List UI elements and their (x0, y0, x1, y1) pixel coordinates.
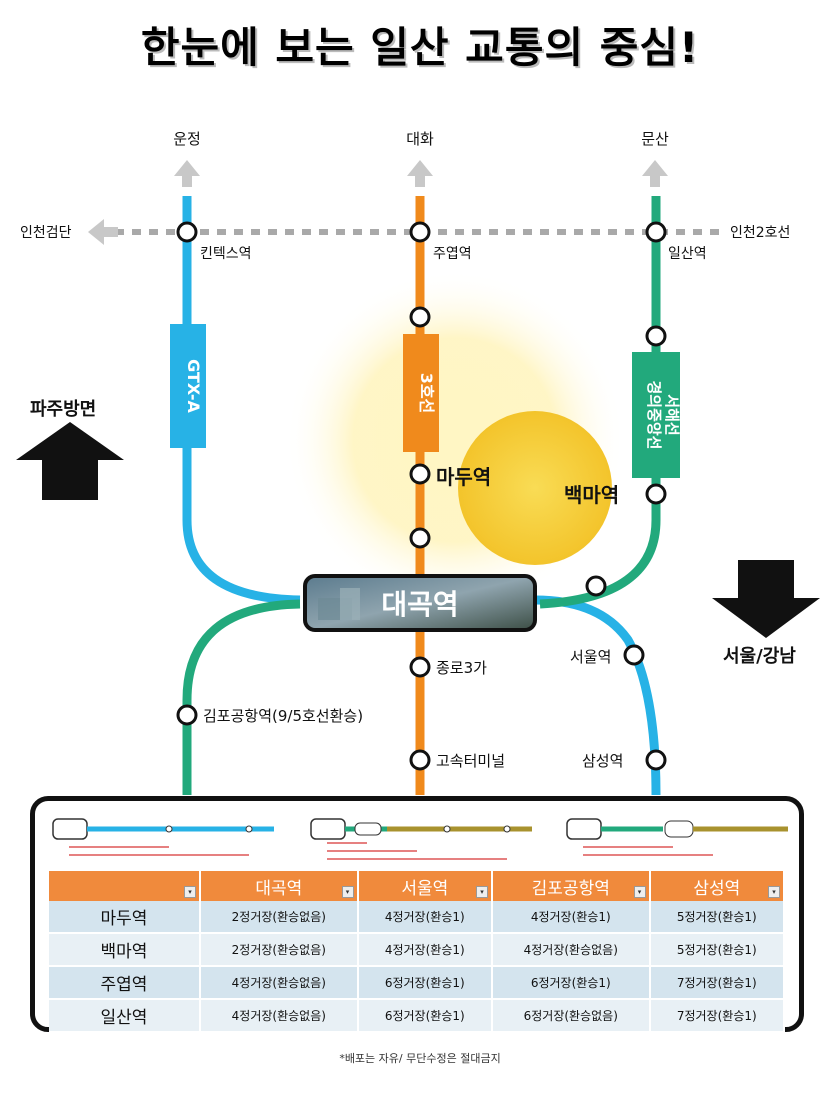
table-cell: 6정거장(환승1) (357, 999, 493, 1033)
table-header: 대곡역▾ (200, 871, 359, 901)
station-gimpo-label: 김포공항역(9/5호선환승) (203, 707, 363, 725)
gyeongui-badge (632, 352, 680, 478)
page-title: 한눈에 보는 일산 교통의 중심! (140, 23, 700, 72)
station-samseong-dot (645, 749, 667, 771)
station-dot (645, 325, 667, 347)
filter-icon[interactable]: ▾ (341, 886, 354, 898)
mini-route-1 (52, 818, 274, 856)
footer-note: *배포는 자유/ 무단수정은 절대금지 (339, 1052, 501, 1065)
station-jongno3-dot (409, 656, 431, 678)
filter-icon[interactable]: ▾ (633, 886, 646, 898)
station-daegok-label: 대곡역 (381, 588, 458, 621)
table-row: 마두역 2정거장(환승없음) 4정거장(환승1) 4정거장(환승1) 5정거장(… (49, 901, 786, 934)
station-seoul-label: 서울역 (570, 648, 611, 666)
direction-unjeong: 운정 (173, 130, 201, 148)
line3-badge (403, 334, 439, 452)
direction-daehwa: 대화 (406, 130, 434, 148)
mini-route-2 (310, 818, 532, 860)
table-cell: 4정거장(환승없음) (200, 999, 359, 1033)
table-header: 삼성역▾ (649, 871, 786, 901)
table-cell: 2정거장(환승없음) (200, 901, 359, 934)
table-cell: 2정거장(환승없음) (200, 933, 359, 967)
transit-map: GTX-A 3호선 경의중앙선 서해선 대곡역 운정 대화 문산 인천검단 인천… (16, 130, 820, 796)
gyeongui-label-2: 서해선 (663, 394, 681, 435)
table-header: 김포공항역▾ (491, 871, 651, 901)
table-row: 주엽역 4정거장(환승없음) 6정거장(환승1) 6정거장(환승1) 7정거장(… (49, 966, 786, 1000)
station-gimpo-dot (176, 704, 198, 726)
table-row: 백마역 2정거장(환승없음) 4정거장(환승1) 4정거장(환승없음) 5정거장… (49, 933, 786, 967)
gyeongui-line (539, 196, 661, 609)
line3-label: 3호선 (417, 373, 436, 414)
table-cell: 5정거장(환승1) (649, 933, 786, 967)
station-samseong-label: 삼성역 (582, 752, 623, 770)
row-header: 주엽역 (49, 966, 201, 1000)
row-header: 일산역 (49, 999, 201, 1033)
station-ilsan-label: 일산역 (668, 246, 707, 262)
sun-circle (458, 411, 612, 565)
station-dot (585, 575, 607, 597)
table-cell: 4정거장(환승1) (357, 933, 493, 967)
direction-munsan: 문산 (641, 130, 669, 148)
station-juyeop-label: 주엽역 (433, 246, 472, 262)
direction-seoul-gangnam: 서울/강남 (723, 646, 796, 667)
station-express-dot (409, 749, 431, 771)
arrow-left-icon (88, 219, 104, 245)
table-cell: 6정거장(환승1) (491, 966, 651, 1000)
gtx-a-line (182, 196, 301, 605)
station-express-label: 고속터미널 (436, 752, 505, 770)
table-corner-header: ▾ (49, 871, 201, 901)
arrow-up-black-icon (16, 422, 124, 500)
station-ilsan-dot (645, 221, 667, 243)
row-header: 백마역 (49, 933, 201, 967)
station-juyeop-dot (409, 221, 431, 243)
table-cell: 5정거장(환승1) (649, 901, 786, 934)
station-dot (409, 306, 431, 328)
mini-route-3 (566, 818, 788, 856)
table-cell: 4정거장(환승1) (357, 901, 493, 934)
station-madu-dot (409, 463, 431, 485)
table-cell: 6정거장(환승1) (357, 966, 493, 1000)
gyeongui-line-south (182, 599, 301, 795)
filter-icon[interactable]: ▾ (768, 886, 780, 898)
table-cell: 6정거장(환승없음) (491, 999, 651, 1033)
table-cell: 7정거장(환승1) (649, 999, 786, 1033)
table-cell: 7정거장(환승1) (649, 966, 786, 1000)
direction-incheon-line2: 인천2호선 (730, 225, 790, 241)
station-madu-label: 마두역 (436, 465, 491, 489)
station-baekma-label: 백마역 (564, 483, 619, 507)
table-cell: 4정거장(환승1) (491, 901, 651, 934)
row-header: 마두역 (49, 901, 201, 934)
station-kintex-label: 킨텍스역 (200, 246, 252, 262)
table-row: 일산역 4정거장(환승없음) 6정거장(환승1) 6정거장(환승없음) 7정거장… (49, 999, 786, 1033)
station-baekma-dot (645, 483, 667, 505)
gtx-a-badge (170, 324, 206, 448)
direction-incheon-geomdan: 인천검단 (20, 225, 72, 241)
table-header: 서울역▾ (357, 871, 493, 901)
gtx-a-label: GTX-A (184, 359, 203, 413)
station-dot (409, 527, 431, 549)
station-seoul-dot (623, 644, 645, 666)
fare-panel: ▾ 대곡역▾ 서울역▾ 김포공항역▾ 삼성역▾ 마두역 2정거장(환승없음) 4… (30, 796, 804, 1033)
daegok-hub (303, 574, 537, 632)
arrow-down-black-icon (712, 560, 820, 638)
fare-table: ▾ 대곡역▾ 서울역▾ 김포공항역▾ 삼성역▾ 마두역 2정거장(환승없음) 4… (49, 871, 786, 1033)
gyeongui-label-1: 경의중앙선 (645, 380, 663, 449)
station-kintex-dot (176, 221, 198, 243)
filter-icon[interactable]: ▾ (475, 886, 488, 898)
station-jongno3-label: 종로3가 (436, 659, 487, 677)
direction-paju: 파주방면 (30, 399, 96, 420)
table-cell: 4정거장(환승없음) (491, 933, 651, 967)
table-cell: 4정거장(환승없음) (200, 966, 359, 1000)
arrow-up-icon (174, 160, 668, 187)
